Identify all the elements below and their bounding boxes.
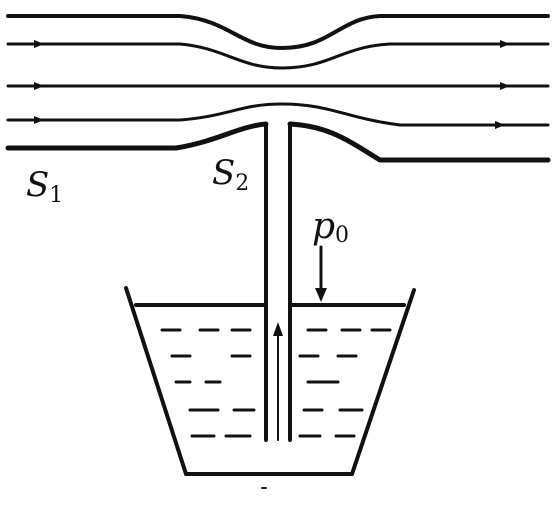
container-left-wall: [124, 286, 188, 476]
streamline-1: [6, 42, 550, 70]
pipe-lower-wall-left: [5, 121, 269, 151]
pipe-lower-wall-right: [287, 121, 551, 163]
label-s2: S2: [212, 153, 249, 196]
liquid-hatching: [160, 328, 392, 438]
label-p0: p0: [312, 206, 349, 248]
label-s1: S1: [26, 165, 63, 208]
label-p0-sub: 0: [335, 223, 349, 248]
streamline-3: [6, 102, 550, 127]
streamline-2-arrow-right: [500, 82, 510, 90]
streamline-1-arrow-right: [500, 40, 510, 48]
pressure-arrow-head: [315, 288, 327, 302]
streamline-3-arrow-right: [495, 121, 505, 129]
label-s2-sub: 2: [235, 171, 249, 196]
label-p0-main: p: [312, 206, 335, 247]
streamline-2-arrow: [34, 82, 44, 90]
pipe-upper-wall: [6, 14, 550, 50]
tube-flow-up-arrow: [273, 322, 283, 336]
streamline-1-arrow: [34, 40, 44, 48]
label-s1-sub: 1: [49, 183, 63, 208]
container-right-wall: [350, 288, 416, 476]
label-s1-main: S: [26, 165, 49, 205]
label-s2-main: S: [212, 153, 235, 193]
streamline-3-arrow: [34, 116, 44, 124]
